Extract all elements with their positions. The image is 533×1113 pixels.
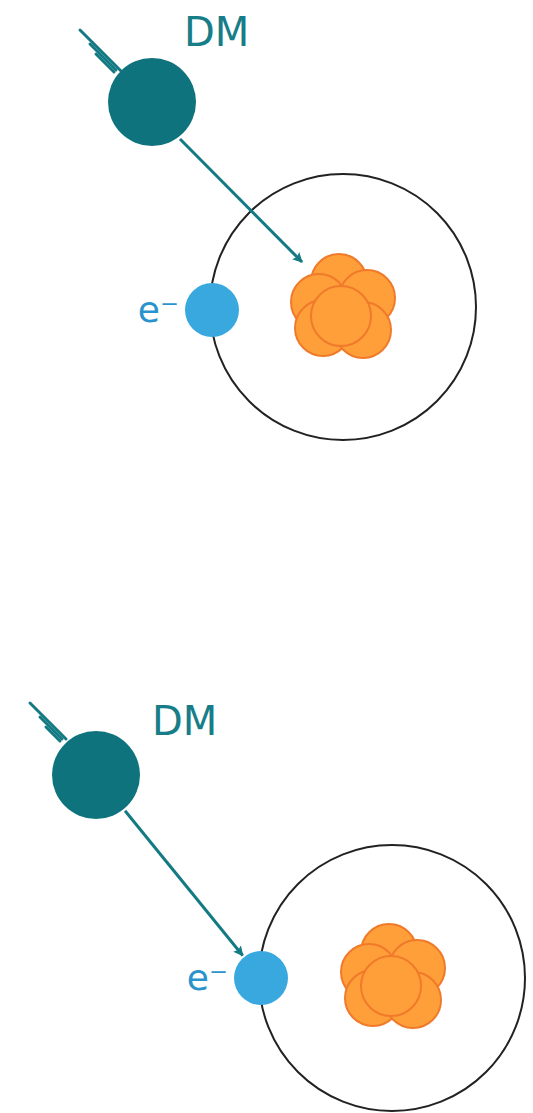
- electron: e⁻: [185, 283, 239, 337]
- particle-fill: [185, 283, 239, 337]
- nucleon: [311, 286, 371, 346]
- particle-shape: [234, 951, 288, 1005]
- dark-matter-particle: DM: [108, 58, 196, 146]
- electron-label: e⁻: [138, 292, 179, 328]
- particle-label: DM: [184, 12, 249, 52]
- electron-label: e⁻: [187, 960, 228, 996]
- motion-line: [90, 44, 116, 70]
- motion-line: [80, 30, 122, 72]
- particle-fill: [52, 731, 140, 819]
- motion-lines: [30, 30, 122, 741]
- nucleus: [341, 924, 445, 1028]
- particle-shape: [52, 731, 140, 819]
- motion-line: [46, 727, 60, 741]
- particle-shape: [185, 283, 239, 337]
- atom-orbit: [259, 845, 525, 1111]
- particle-fill: [234, 951, 288, 1005]
- nucleus: [291, 254, 395, 358]
- trajectory-arrow: [125, 811, 243, 956]
- atom-orbit: [210, 174, 476, 440]
- motion-line: [40, 717, 62, 739]
- electron: e⁻: [234, 951, 288, 1005]
- particle-fill: [108, 58, 196, 146]
- particle-shape: [108, 58, 196, 146]
- dark-matter-particle: DM: [52, 731, 140, 819]
- motion-line: [96, 54, 114, 72]
- trajectory-arrow: [180, 139, 302, 262]
- motion-line: [30, 703, 66, 739]
- nucleon: [361, 956, 421, 1016]
- particle-label: DM: [152, 701, 217, 741]
